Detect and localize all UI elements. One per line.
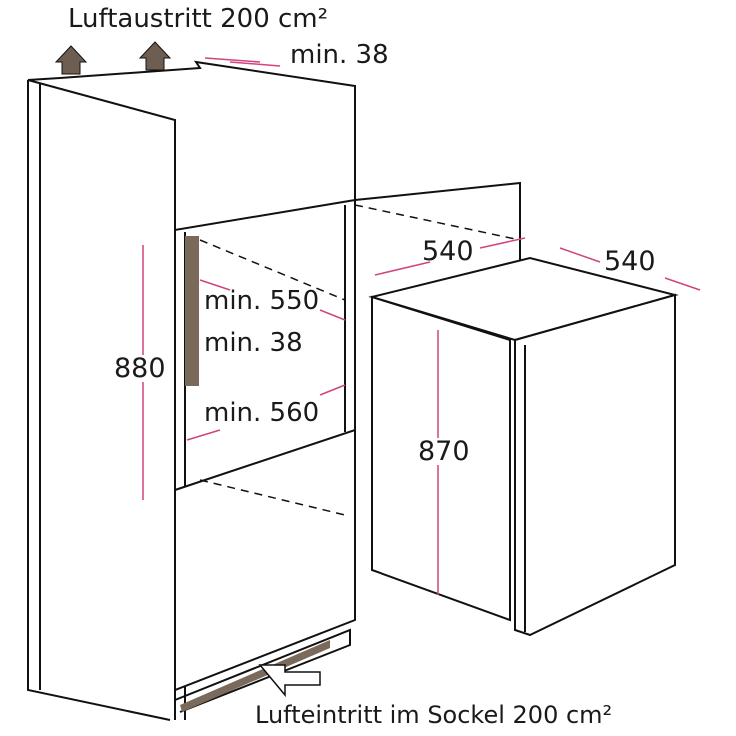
niche-width-label: min. 560 xyxy=(204,398,320,428)
air-inlet-arrow xyxy=(258,664,321,698)
appliance-width-label: 540 xyxy=(604,246,656,277)
plinth-vent-strip xyxy=(180,640,330,712)
rear-gap-label: min. 38 xyxy=(204,328,303,358)
hidden-lines xyxy=(199,204,521,516)
appliance-depth-label: 540 xyxy=(422,236,474,267)
niche-height-label: 880 xyxy=(114,353,166,384)
top-clearance-label: min. 38 xyxy=(290,40,389,70)
niche-depth-label: min. 550 xyxy=(204,286,320,316)
air-outlet-arrows xyxy=(54,41,172,75)
rear-vent-strip xyxy=(185,236,199,386)
air-inlet-label: Lufteintritt im Sockel 200 cm² xyxy=(255,701,613,729)
appliance-height-label: 870 xyxy=(418,436,470,467)
air-outlet-label: Luftaustritt 200 cm² xyxy=(68,4,329,34)
